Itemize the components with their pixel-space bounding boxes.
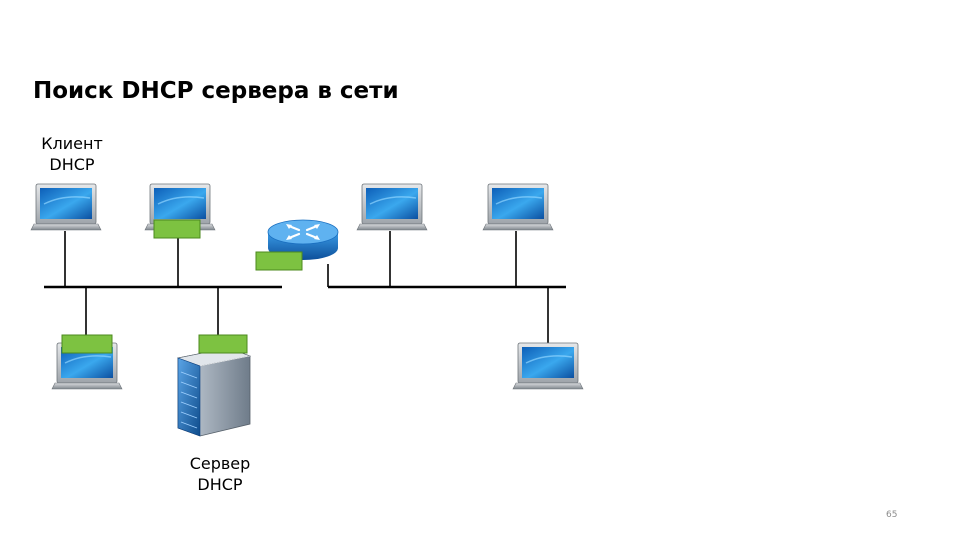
slide-title: Поиск DHCP сервера в сети bbox=[33, 78, 399, 104]
packet-router bbox=[255, 251, 303, 271]
router-icon bbox=[267, 219, 339, 260]
client-laptop-icon bbox=[30, 183, 102, 231]
laptop-icon bbox=[356, 183, 428, 231]
server-icon bbox=[176, 347, 252, 437]
laptop-icon bbox=[512, 342, 584, 390]
packet-laptop-bottom-1 bbox=[61, 334, 113, 354]
drop-lines bbox=[64, 231, 549, 343]
client-label-line2: DHCP bbox=[49, 155, 95, 174]
client-label: Клиент DHCP bbox=[30, 133, 114, 175]
packets bbox=[61, 219, 303, 354]
server-label: Сервер DHCP bbox=[178, 453, 262, 495]
client-label-line1: Клиент bbox=[41, 134, 103, 153]
packet-server bbox=[198, 334, 248, 354]
packet-laptop-top-2 bbox=[153, 219, 201, 239]
server-label-line2: DHCP bbox=[197, 475, 243, 494]
page-number: 65 bbox=[886, 510, 898, 520]
server-label-line1: Сервер bbox=[189, 454, 251, 473]
laptop-icon bbox=[482, 183, 554, 231]
